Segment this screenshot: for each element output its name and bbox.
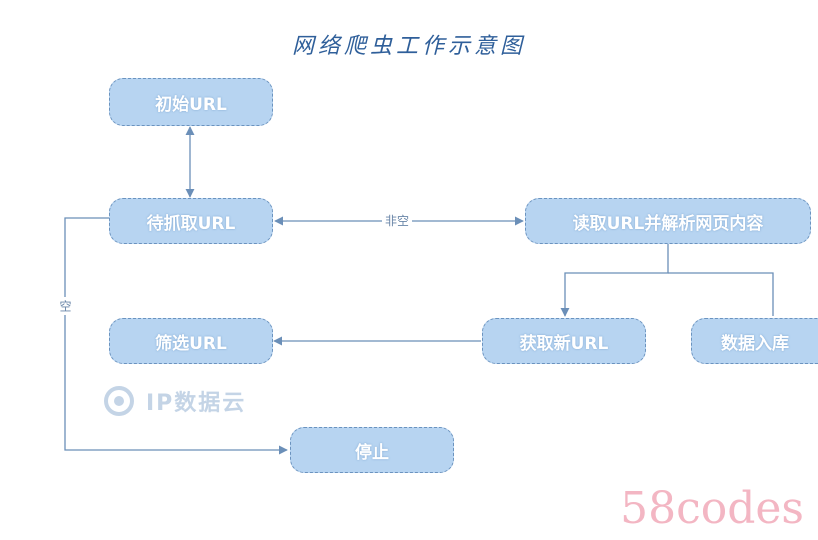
node-store-data: 数据入库 bbox=[691, 318, 818, 364]
edge-read-store bbox=[668, 272, 774, 316]
watermark-logo: IP数据云 bbox=[104, 385, 246, 417]
location-pin-icon bbox=[104, 386, 134, 416]
node-new-url: 获取新URL bbox=[482, 318, 646, 364]
diagram-title: 网络爬虫工作示意图 bbox=[291, 34, 526, 59]
node-filter-url: 筛选URL bbox=[109, 318, 273, 364]
node-pending-url: 待抓取URL bbox=[109, 198, 273, 244]
watermark-logo-text: IP数据云 bbox=[146, 391, 247, 416]
watermark-site: 58codes bbox=[620, 483, 804, 534]
node-read-url: 读取URL并解析网页内容 bbox=[525, 198, 811, 244]
edge-read-split bbox=[560, 244, 669, 317]
edge-pending-stop bbox=[64, 217, 288, 455]
edge-label-empty: 空 bbox=[58, 297, 72, 315]
node-initial-url: 初始URL bbox=[109, 78, 273, 126]
node-stop: 停止 bbox=[290, 427, 454, 473]
edge-label-not-empty: 非空 bbox=[382, 214, 413, 228]
